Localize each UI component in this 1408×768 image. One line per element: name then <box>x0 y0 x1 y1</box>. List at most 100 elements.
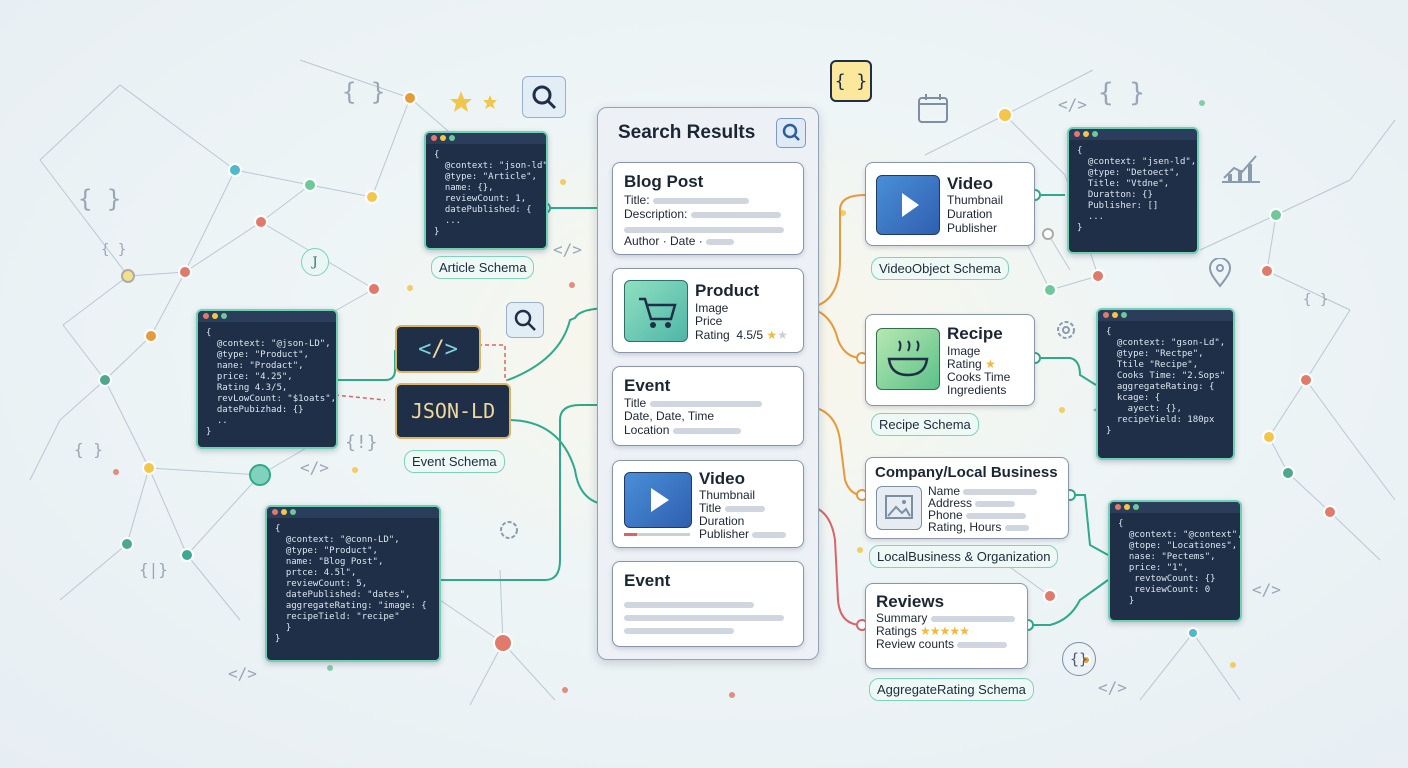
label-recipe-schema: Recipe Schema <box>871 413 979 436</box>
schema-field: Rating <box>947 357 982 371</box>
dashed-link <box>334 394 386 401</box>
braces-icon: { } <box>830 60 872 102</box>
cart-icon <box>624 280 688 342</box>
search-icon <box>522 76 566 118</box>
rating-stars: ★★★★★ <box>920 624 970 638</box>
label-article-schema: Article Schema <box>431 256 535 279</box>
schema-field: Ratings <box>876 624 917 638</box>
star-icon: ★ <box>959 624 970 638</box>
schema-field: Duration <box>947 207 993 221</box>
result-field: Thumbnail <box>699 488 756 502</box>
code-tag-icon: </> <box>300 458 329 477</box>
code-tag-icon: </> <box>1098 678 1127 697</box>
schema-title: Recipe <box>947 324 1003 343</box>
schema-field: Name <box>928 484 961 498</box>
schema-field: Image <box>947 344 981 358</box>
label-aggregaterating: AggregateRating Schema <box>869 678 1034 701</box>
schema-card-reviews[interactable]: Reviews Summary Ratings ★★★★★ Review cou… <box>865 583 1028 669</box>
schema-title: Video <box>947 174 993 193</box>
result-card-event[interactable]: Event Title Date, Date, Time Location <box>612 366 804 446</box>
code-text: { @context: "gson-Ld", @type: "Rectpe", … <box>1106 327 1226 436</box>
result-field: Description: <box>624 207 688 221</box>
result-card-video[interactable]: Video Thumbnail Title Duration Publisher <box>612 460 804 548</box>
schema-field: Thumbnail <box>947 193 1004 207</box>
map-pin-icon <box>1208 258 1232 288</box>
result-title: Product <box>695 281 760 300</box>
video-progress-bar[interactable] <box>624 533 690 536</box>
play-icon <box>876 175 940 235</box>
json-ld-text: JSON-LD <box>410 399 496 423</box>
calendar-icon <box>918 94 948 123</box>
braces-icon: { } <box>78 185 122 213</box>
result-field: Duration <box>699 514 745 528</box>
result-title: Event <box>624 571 671 590</box>
schema-card-local-business[interactable]: Company/Local Business Name Address Phon… <box>865 457 1069 539</box>
schema-field: Summary <box>876 611 928 625</box>
result-card-event-2[interactable]: Event <box>612 561 804 647</box>
schema-field: Publisher <box>947 221 998 235</box>
result-card-product[interactable]: Product Image Price Rating 4.5/5 ★★ <box>612 268 804 353</box>
rating-stars: ★★ <box>766 328 788 342</box>
code-text: { @context: "@context", @tope: "Location… <box>1118 519 1242 606</box>
search-icon <box>782 123 800 141</box>
json-ld-badge: JSON-LD <box>395 383 511 439</box>
code-text: { @context: "jsen-ld", @type: "Detoect",… <box>1077 146 1197 233</box>
code-snippet-recipe: { @context: "gson-Ld", @type: "Rectpe", … <box>1096 308 1235 460</box>
result-field: Rating 4.5/5 <box>695 328 764 342</box>
circuit-traces <box>335 194 1109 626</box>
search-icon <box>506 302 544 338</box>
result-field: Title <box>624 396 647 410</box>
result-field: Image <box>695 301 729 315</box>
label-videoobject-schema: VideoObject Schema <box>871 257 1009 280</box>
result-field: Location <box>624 423 670 437</box>
braces-icon: { } <box>1303 292 1329 308</box>
code-tag-icon: </> <box>553 240 582 259</box>
schema-title: Company/Local Business <box>875 464 1058 481</box>
json-logo-icon: J <box>301 248 329 276</box>
result-field: Title <box>699 501 722 515</box>
star-icon: ★ <box>949 624 960 638</box>
braces-icon: {!} <box>345 432 378 453</box>
dashed-link <box>478 344 508 381</box>
gear-icon <box>1057 321 1075 339</box>
braces-icon: {} <box>1062 642 1096 676</box>
star-icon: ★ <box>920 624 931 638</box>
gear-icon <box>500 521 518 539</box>
schema-title: Reviews <box>876 592 945 611</box>
result-card-blog-post[interactable]: Blog Post Title: Description: Author · D… <box>612 162 804 255</box>
star-icon: ★ <box>985 357 996 371</box>
schema-field: Phone <box>928 508 963 522</box>
code-tag-icon: </> <box>1058 95 1087 114</box>
schema-field: Rating, Hours <box>928 520 1002 534</box>
result-field: Title: <box>624 193 650 207</box>
schema-field: Review counts <box>876 637 955 651</box>
result-field: Publisher <box>699 527 750 541</box>
braces-icon: { } <box>74 440 103 459</box>
panel-title: Search Results <box>618 122 756 143</box>
result-field: Author · Date · <box>624 234 703 248</box>
search-button[interactable] <box>776 118 806 148</box>
result-field: Date, Date, Time <box>624 409 715 423</box>
image-icon <box>876 486 922 530</box>
schema-field: Address <box>928 496 973 510</box>
result-title: Video <box>699 469 745 488</box>
chart-icon <box>1222 155 1260 183</box>
bowl-icon <box>876 328 940 390</box>
braces-icon: { } <box>342 78 386 106</box>
network-lines <box>29 59 1396 706</box>
star-icon: ★ <box>929 624 941 638</box>
code-snippet-product: { @context: "@json-LD", @type: "Product"… <box>196 309 338 449</box>
schema-card-recipe[interactable]: Recipe Image Rating ★ Cooks Time Ingredi… <box>865 314 1035 406</box>
schema-field: Cooks Time <box>947 370 1011 384</box>
star-icon <box>450 91 497 112</box>
code-text: { @context: "@conn-LD", @type: "Product"… <box>275 524 427 644</box>
schema-card-video[interactable]: Video Thumbnail Duration Publisher <box>865 162 1035 246</box>
code-text: { @context: "json-ld", @type: "Article",… <box>434 150 548 237</box>
code-text: { @context: "@json-LD", @type: "Product"… <box>206 328 337 437</box>
code-snippet-blog: { @context: "@conn-LD", @type: "Product"… <box>265 505 441 662</box>
code-snippet-local: { @context: "@context", @tope: "Location… <box>1108 500 1242 622</box>
code-tag-icon: </> <box>1252 580 1281 599</box>
schema-field: Ingredients <box>947 383 1007 397</box>
result-field: Price <box>695 314 723 328</box>
play-icon <box>624 472 692 528</box>
